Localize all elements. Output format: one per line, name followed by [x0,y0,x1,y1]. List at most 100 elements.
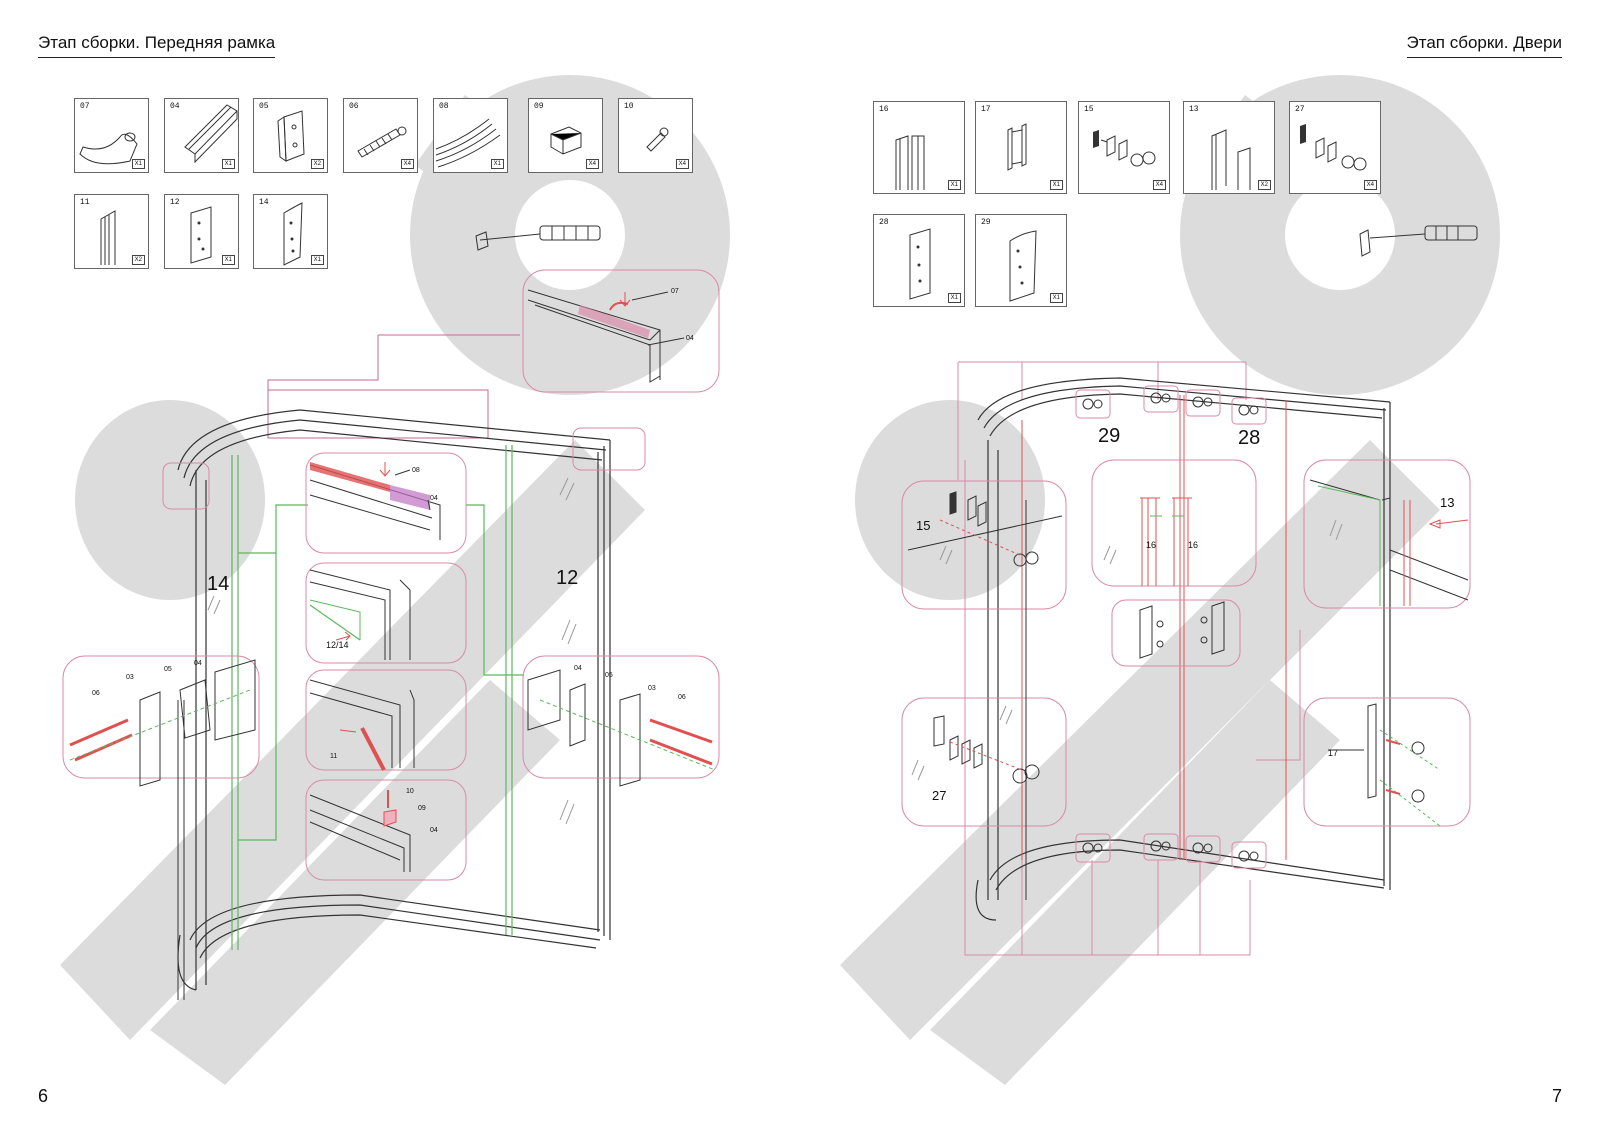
part-16: 16 X1 [873,101,965,194]
page-number: 6 [38,1086,49,1106]
curved-frame [975,377,1391,921]
wall-plug-screw-icon [357,126,407,158]
page-number: 7 [1551,1086,1562,1106]
part-code: 06 [349,102,359,111]
callout-04: 04 [686,335,694,342]
callout-04: 04 [194,660,202,667]
callout-27: 27 [932,788,946,803]
curved-glass-door-icon [1009,230,1037,302]
callout-17: 17 [1328,748,1338,758]
part-code: 07 [80,102,90,111]
callout-16: 16 [1188,540,1198,550]
front-frame-diagram: 14 12 07 04 08 04 12/14 11 10 09 04 06 0… [62,225,720,1000]
part-27: 27 X4 [1289,101,1381,194]
part-07: 07 X1 [74,98,149,173]
magnetic-profile-icon [1211,129,1251,190]
part-qty: X1 [947,180,961,190]
callout-05: 05 [605,672,613,679]
part-qty: X4 [400,159,414,169]
callout-11: 11 [330,753,337,760]
part-qty: X2 [1257,180,1271,190]
page-title: Этап сборки. Передняя рамка [38,33,276,58]
part-code: 28 [879,218,889,227]
screwdriver-icon [1359,225,1478,257]
part-qty: X1 [131,159,145,169]
part-code: 12 [170,198,180,207]
part-11: 11 X2 [74,194,149,269]
part-code: 14 [259,198,269,207]
part-qty: X1 [1049,180,1063,190]
part-qty: X1 [490,159,504,169]
part-qty: X4 [585,159,599,169]
door-label-28: 28 [1238,427,1260,449]
callout-08: 08 [412,467,420,474]
part-28: 28 X1 [873,214,965,307]
part-04: 04 X1 [164,98,239,173]
callout-15: 15 [916,518,930,533]
part-10: 10 X4 [618,98,693,173]
glass-panel-icon [190,206,212,264]
screwdriver-icon [475,225,601,251]
callout-12-14: 12/14 [326,640,349,650]
doors-diagram: 29 28 15 16 16 13 27 17 [901,225,1478,956]
part-code: 04 [170,102,180,111]
door-label-29: 29 [1098,425,1120,447]
part-code: 15 [1084,105,1094,114]
part-06: 06 X4 [343,98,418,173]
part-qty: X4 [1363,180,1377,190]
callout-06: 06 [92,690,100,697]
part-code: 17 [981,105,991,114]
part-code: 08 [439,102,449,111]
door-profile-pair-icon [895,135,925,190]
callout-04: 04 [430,827,438,834]
roller-assembly-icon [1300,124,1367,171]
curved-glass-panel-icon [283,202,303,266]
part-code: 10 [624,102,634,111]
watermark-ring [75,400,265,600]
part-12: 12 X1 [164,194,239,269]
vertical-profile-icon [100,210,116,265]
profile-rail-icon [184,104,238,164]
part-qty: X1 [310,255,324,265]
callout-07: 07 [671,288,679,295]
panel-label-12: 12 [556,567,578,589]
part-29: 29 X1 [975,214,1067,307]
part-qty: X1 [947,293,961,303]
callout-09: 09 [418,805,426,812]
handle-bracket-icon [79,132,138,165]
mounting-plate-icon [277,110,305,162]
part-08: 08 X1 [433,98,508,173]
part-qty: X1 [1049,293,1063,303]
callout-04: 04 [574,665,582,672]
part-qty: X4 [675,159,689,169]
callout-13: 13 [1440,495,1454,510]
part-code: 16 [879,105,889,114]
clip-block-icon [550,126,582,155]
right-page: Этап сборки. Двери 16 X1 17 X1 15 X4 13 … [800,0,1600,1136]
part-14: 14 X1 [253,194,328,269]
curved-seal-icon [435,118,501,168]
part-qty: X1 [221,255,235,265]
part-qty: X2 [131,255,145,265]
panel-label-14: 14 [207,573,229,595]
curved-frame [177,409,611,991]
callout-16: 16 [1146,540,1156,550]
callout-06: 06 [678,694,686,701]
part-code: 09 [534,102,544,111]
roller-assembly-icon [1093,130,1156,167]
small-screw-icon [646,127,669,152]
part-qty: X1 [221,159,235,169]
glass-door-icon [909,228,931,300]
part-15: 15 X4 [1078,101,1170,194]
callout-04: 04 [430,495,438,502]
callout-03: 03 [126,674,134,681]
callout-03: 03 [648,685,656,692]
left-page: Этап сборки. Передняя рамка 07 X1 04 X1 … [38,33,730,1106]
part-05: 05 X2 [253,98,328,173]
part-13: 13 X2 [1183,101,1275,194]
part-code: 13 [1189,105,1199,114]
part-code: 27 [1295,105,1305,114]
part-09: 09 X4 [528,98,603,173]
callout-10: 10 [406,788,414,795]
part-qty: X2 [310,159,324,169]
